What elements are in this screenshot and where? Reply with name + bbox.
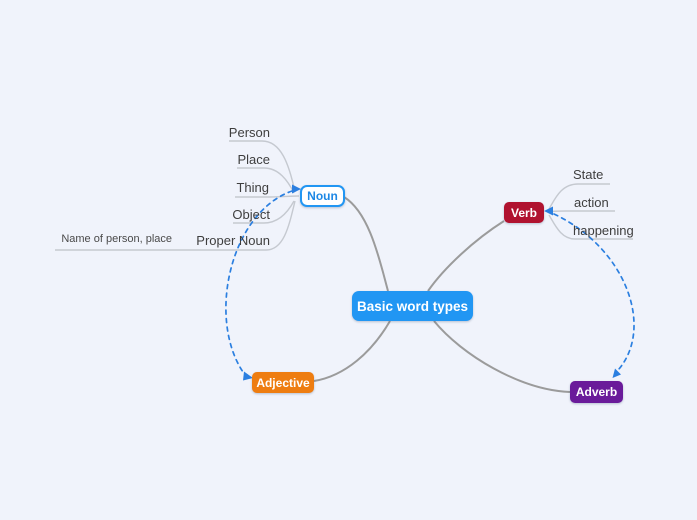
child-node-object[interactable]: Object <box>232 207 270 222</box>
branch-curve-adjective <box>313 320 391 382</box>
child-node-happening[interactable]: happening <box>573 223 634 238</box>
child-node-state[interactable]: State <box>573 167 604 182</box>
child-connector-lines <box>55 140 633 251</box>
branch-node-noun[interactable]: Noun <box>300 185 345 207</box>
arrowhead-into-noun <box>292 184 301 194</box>
relationship-adverb-verb[interactable] <box>553 213 635 370</box>
child-node-place[interactable]: Place <box>237 152 270 167</box>
child-node-thing[interactable]: Thing <box>236 180 269 195</box>
root-node[interactable]: Basic word types <box>352 291 473 321</box>
line-happening <box>548 214 633 240</box>
child-node-person[interactable]: Person <box>228 125 270 140</box>
arrowhead-into-adverb <box>612 368 621 378</box>
relationship-adjective-noun[interactable] <box>225 190 293 373</box>
line-state <box>548 183 610 210</box>
branch-curves <box>313 196 571 393</box>
child-node-action[interactable]: action <box>574 195 609 210</box>
line-place <box>237 167 295 194</box>
relationship-curves <box>225 190 635 373</box>
branch-node-adjective[interactable]: Adjective <box>252 372 314 393</box>
line-person <box>229 140 296 193</box>
branch-node-adverb[interactable]: Adverb <box>570 381 623 403</box>
branch-curve-adverb <box>433 320 571 393</box>
child-node-name-of-person-place[interactable]: Name of person, place <box>61 233 172 245</box>
line-action <box>547 210 615 213</box>
arrowhead-into-adjective <box>243 371 253 381</box>
relationship-arrowheads <box>243 184 621 381</box>
child-node-proper-noun[interactable]: Proper Noun <box>196 233 270 248</box>
line-object <box>233 200 295 224</box>
branch-curve-verb <box>427 220 505 292</box>
branch-curve-noun <box>343 196 389 292</box>
line-thing <box>235 195 300 198</box>
line-proper-noun <box>55 200 296 251</box>
arrowhead-into-verb <box>544 206 553 216</box>
branch-node-verb[interactable]: Verb <box>504 202 544 223</box>
